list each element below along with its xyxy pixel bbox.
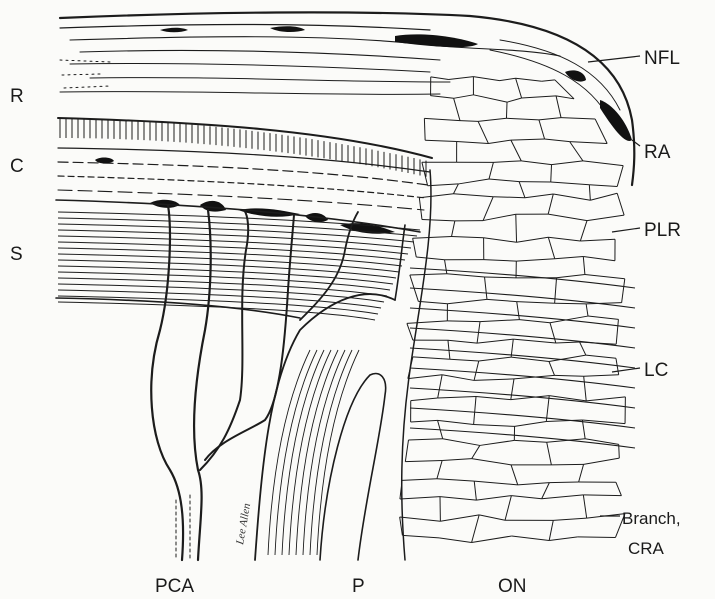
label-on: ON (498, 576, 527, 597)
sclera-layer (56, 200, 420, 320)
label-s: S (10, 244, 23, 265)
label-r: R (10, 86, 24, 107)
label-plr: PLR (644, 220, 681, 241)
nerve-fiber-layer (60, 12, 634, 185)
label-ra: RA (644, 142, 671, 163)
label-branch: Branch, (622, 509, 681, 528)
label-p: P (352, 576, 365, 597)
label-nfl: NFL (644, 48, 680, 69)
artist-signature: Lee Allen (234, 502, 253, 547)
label-cra: CRA (628, 539, 665, 558)
choroid-layer (58, 148, 430, 234)
label-pca: PCA (155, 576, 194, 597)
label-lc: LC (644, 360, 668, 381)
pia-septum (255, 294, 395, 560)
label-c: C (10, 156, 24, 177)
optic-nerve-cells (400, 77, 635, 560)
